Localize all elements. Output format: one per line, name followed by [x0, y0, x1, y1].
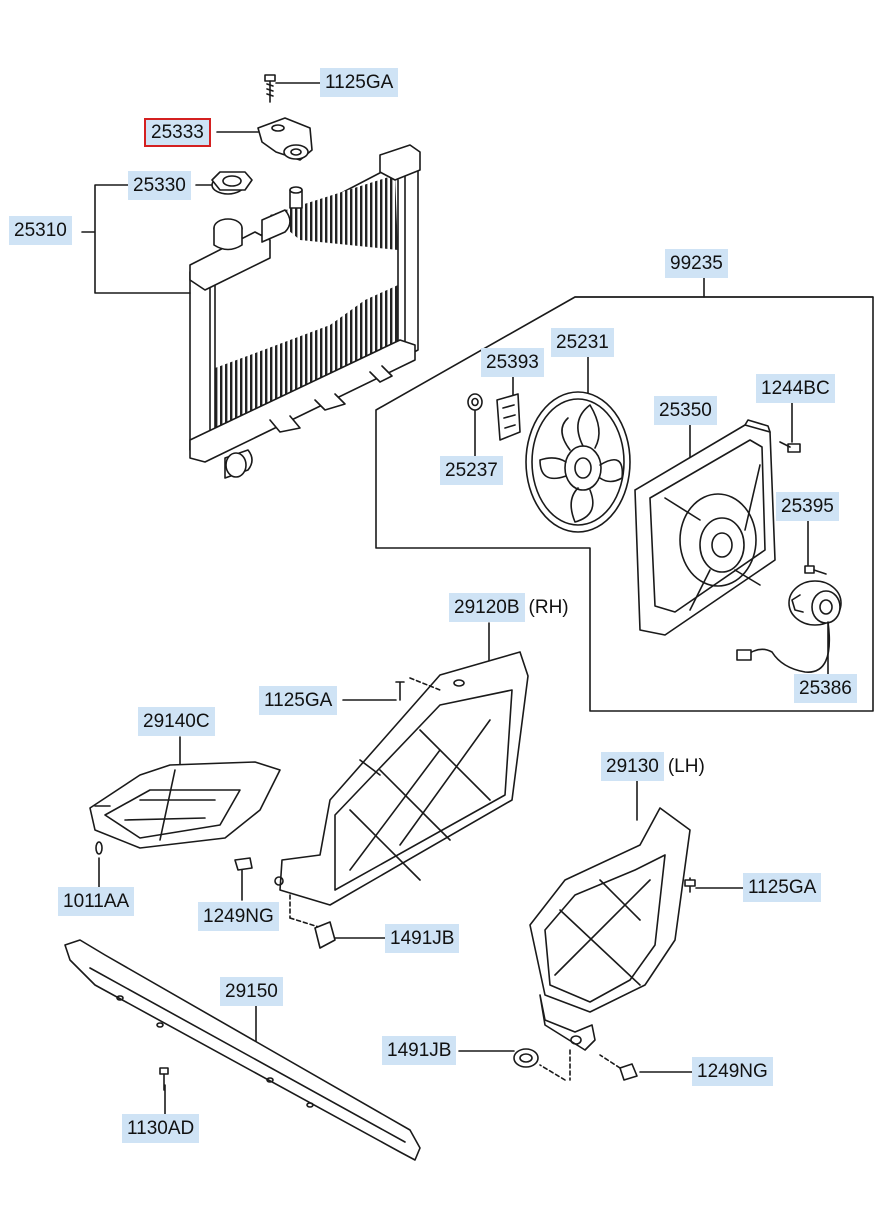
- air-guard-rh-drawing: [274, 651, 529, 929]
- part-label-29150[interactable]: 29150: [220, 977, 283, 1006]
- part-label-25350[interactable]: 25350: [654, 396, 717, 425]
- part-label-29120b[interactable]: 29120B(RH): [449, 593, 569, 622]
- motor-drawing: [736, 441, 842, 673]
- part-number: 1011AA: [58, 887, 135, 916]
- washer-and-label-drawing: [467, 393, 521, 441]
- part-number: 25333: [144, 118, 211, 147]
- part-number: 1491JB: [385, 924, 460, 953]
- air-guard-lh-drawing: [529, 807, 691, 1081]
- fan-kit-outline: [375, 296, 874, 712]
- part-number: 25393: [481, 348, 544, 377]
- bracket-drawing: [257, 74, 313, 161]
- part-number: 1491JB: [382, 1036, 457, 1065]
- clip-drawing: [234, 857, 336, 949]
- part-label-1249ng-left[interactable]: 1249NG: [198, 902, 279, 931]
- side-note: (RH): [528, 597, 569, 618]
- part-number: 25350: [654, 396, 717, 425]
- part-label-25237[interactable]: 25237: [440, 456, 503, 485]
- part-number: 1244BC: [756, 374, 835, 403]
- part-label-1491jb-top[interactable]: 1491JB: [385, 924, 460, 953]
- part-label-99235[interactable]: 99235: [665, 249, 728, 278]
- part-number: 25237: [440, 456, 503, 485]
- part-number: 1125GA: [259, 686, 338, 715]
- part-label-29130[interactable]: 29130(LH): [601, 752, 705, 781]
- part-number: 1125GA: [743, 873, 822, 902]
- part-label-1491jb-bottom[interactable]: 1491JB: [382, 1036, 457, 1065]
- part-label-25386[interactable]: 25386: [794, 674, 857, 703]
- part-number: 25386: [794, 674, 857, 703]
- part-label-1011aa[interactable]: 1011AA: [58, 887, 135, 916]
- part-number: 29120B: [449, 593, 525, 622]
- part-number: 1125GA: [320, 68, 399, 97]
- radiator-drawing: [189, 144, 421, 479]
- part-number: 29150: [220, 977, 283, 1006]
- part-number: 29130: [601, 752, 664, 781]
- part-number: 25310: [9, 216, 72, 245]
- part-number: 1249NG: [198, 902, 279, 931]
- part-label-25395[interactable]: 25395: [776, 492, 839, 521]
- part-label-1125ga-mid[interactable]: 1125GA: [259, 686, 338, 715]
- part-label-25393[interactable]: 25393: [481, 348, 544, 377]
- bar-29150-drawing: [64, 939, 421, 1161]
- part-label-1125ga-top[interactable]: 1125GA: [320, 68, 399, 97]
- part-number: 99235: [665, 249, 728, 278]
- part-number: 25395: [776, 492, 839, 521]
- cap-drawing: [211, 171, 253, 191]
- part-number: 1249NG: [692, 1057, 773, 1086]
- part-number: 25231: [551, 328, 614, 357]
- part-number: 25330: [128, 171, 191, 200]
- part-label-25330[interactable]: 25330: [128, 171, 191, 200]
- fan-blade-drawing: [525, 391, 631, 533]
- part-number: 29140C: [138, 707, 215, 736]
- fan-shroud-drawing: [634, 419, 776, 636]
- part-label-1244bc[interactable]: 1244BC: [756, 374, 835, 403]
- guard-29140c-drawing: [89, 761, 281, 855]
- part-label-25231[interactable]: 25231: [551, 328, 614, 357]
- part-label-1130ad[interactable]: 1130AD: [122, 1114, 200, 1143]
- side-note: (LH): [667, 756, 705, 777]
- part-label-1125ga-right[interactable]: 1125GA: [743, 873, 822, 902]
- part-label-25333-selected[interactable]: 25333: [144, 118, 211, 147]
- fastener-drawing: [513, 879, 696, 1081]
- part-label-25310[interactable]: 25310: [9, 216, 72, 245]
- part-label-1249ng-right[interactable]: 1249NG: [692, 1057, 773, 1086]
- part-number: 1130AD: [122, 1114, 200, 1143]
- part-label-29140c[interactable]: 29140C: [138, 707, 215, 736]
